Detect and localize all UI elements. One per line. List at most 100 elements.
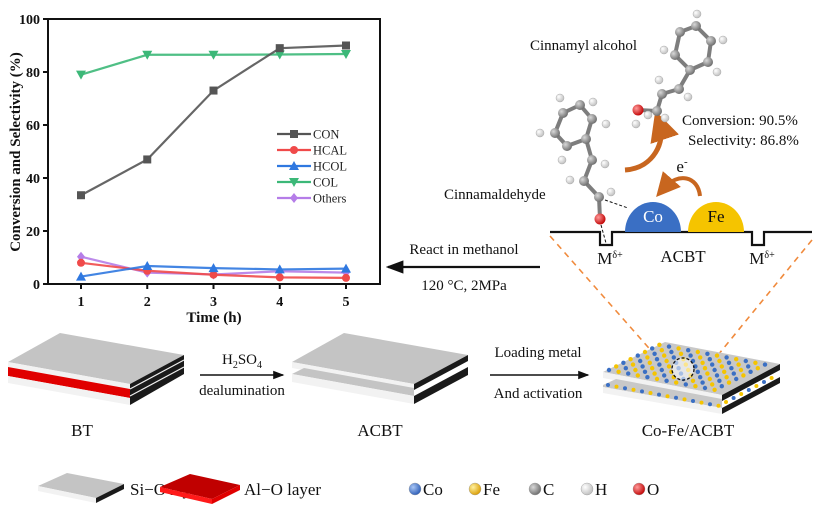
data-point-hcol (76, 271, 86, 281)
series-hcol (76, 260, 351, 281)
metal-particle (640, 389, 644, 394)
legend-label: HCOL (313, 160, 347, 174)
metal-particle (739, 392, 744, 396)
y-tick-label: 100 (19, 13, 40, 28)
sio-layer-swatch (38, 473, 124, 503)
data-point-con (209, 86, 218, 95)
metal-particle (635, 373, 640, 378)
alo-layer-swatch (160, 474, 240, 504)
metal-particle (664, 358, 669, 364)
data-point-col (341, 49, 351, 59)
atom-legend-label: H (595, 480, 607, 499)
metal-particle (736, 362, 741, 367)
x-tick-label: 5 (343, 295, 350, 310)
data-point-hcal (77, 258, 85, 267)
h-atom-icon (580, 482, 594, 496)
data-point-others (77, 251, 85, 262)
metal-particle (650, 346, 655, 351)
fe-atom (688, 202, 744, 232)
co-atom-icon (408, 482, 422, 496)
legend-label: Others (313, 192, 346, 206)
data-point-col (142, 50, 153, 60)
metal-particle (645, 355, 650, 360)
y-tick-label: 0 (33, 278, 40, 293)
metal-particle (683, 382, 688, 387)
legend-item-hcal: HCAL (277, 144, 347, 158)
metal-particle (731, 396, 736, 400)
metal-particle (614, 384, 619, 389)
metal-particle (762, 362, 768, 367)
metal-particle (606, 383, 610, 387)
data-point-con (143, 155, 152, 164)
data-point-hcal (342, 273, 350, 282)
activation-label: And activation (494, 386, 583, 402)
data-point-con (275, 44, 284, 53)
legend-label: CON (313, 128, 339, 142)
series-col (76, 49, 351, 80)
metal-particle (738, 367, 744, 373)
metal-particle (714, 373, 720, 378)
mechanism-diagram: Co Fe Mδ+ ACBT Mδ+ e- (444, 9, 813, 356)
metal-particle (650, 366, 655, 371)
metal-particle (724, 400, 728, 404)
metal-particle (769, 376, 774, 380)
series-lines (76, 41, 351, 282)
metal-particle (762, 380, 766, 384)
metal-particle (748, 369, 753, 374)
legend-marker-hcol (289, 161, 299, 170)
data-point-hcal (275, 273, 284, 282)
synthesis-route: BT H2SO4 dealumination ACBT Loading meta… (8, 333, 780, 440)
data-point-hcal (209, 270, 218, 279)
metal-particle (674, 380, 679, 385)
metal-particle (676, 346, 681, 351)
atom-legend-label: C (543, 480, 554, 499)
metal-particle (642, 369, 648, 374)
atom-legend-c: C (528, 480, 554, 499)
metal-particle (623, 386, 627, 391)
metal-particle (690, 378, 696, 383)
legend-marker-col (289, 178, 299, 187)
o-atom-icon (632, 482, 646, 496)
metal-particle (664, 378, 669, 383)
metal-particle (707, 357, 712, 362)
react-condition-solvent: React in methanol (409, 242, 518, 258)
metal-particle (705, 351, 710, 356)
bt-label: BT (71, 421, 93, 440)
metal-particle (657, 342, 662, 347)
metal-particle (654, 357, 660, 362)
atom-legend-fe: Fe (468, 480, 500, 499)
cinnamyl-alcohol-label: Cinnamyl alcohol (530, 38, 637, 54)
metal-particle (705, 371, 710, 376)
fe-label: Fe (708, 207, 725, 226)
metal-particle (659, 367, 664, 373)
zoom-line-left (549, 235, 656, 356)
cofe-acbt-slab (603, 342, 780, 414)
metal-particle (712, 387, 717, 392)
metal-particle (671, 355, 676, 360)
bt-slab (8, 333, 185, 405)
metal-particle (717, 378, 722, 383)
metal-particle (753, 360, 758, 365)
cinnamaldehyde-label: Cinnamaldehyde (444, 187, 546, 203)
metal-particle (724, 375, 729, 380)
data-point-hcol (142, 260, 153, 270)
metal-particle (702, 366, 708, 371)
metal-particle (666, 344, 672, 349)
metal-particle (647, 360, 652, 365)
metal-particle (626, 371, 631, 376)
metal-particle (698, 355, 703, 360)
reaction-arrow: React in methanol 120 °C, 2MPa (385, 242, 540, 294)
metal-particle (652, 371, 657, 376)
metal-particle (682, 397, 687, 402)
series-con (77, 41, 350, 200)
metal-particle (734, 357, 739, 362)
metal-particle (755, 366, 760, 371)
data-point-con (342, 41, 350, 50)
